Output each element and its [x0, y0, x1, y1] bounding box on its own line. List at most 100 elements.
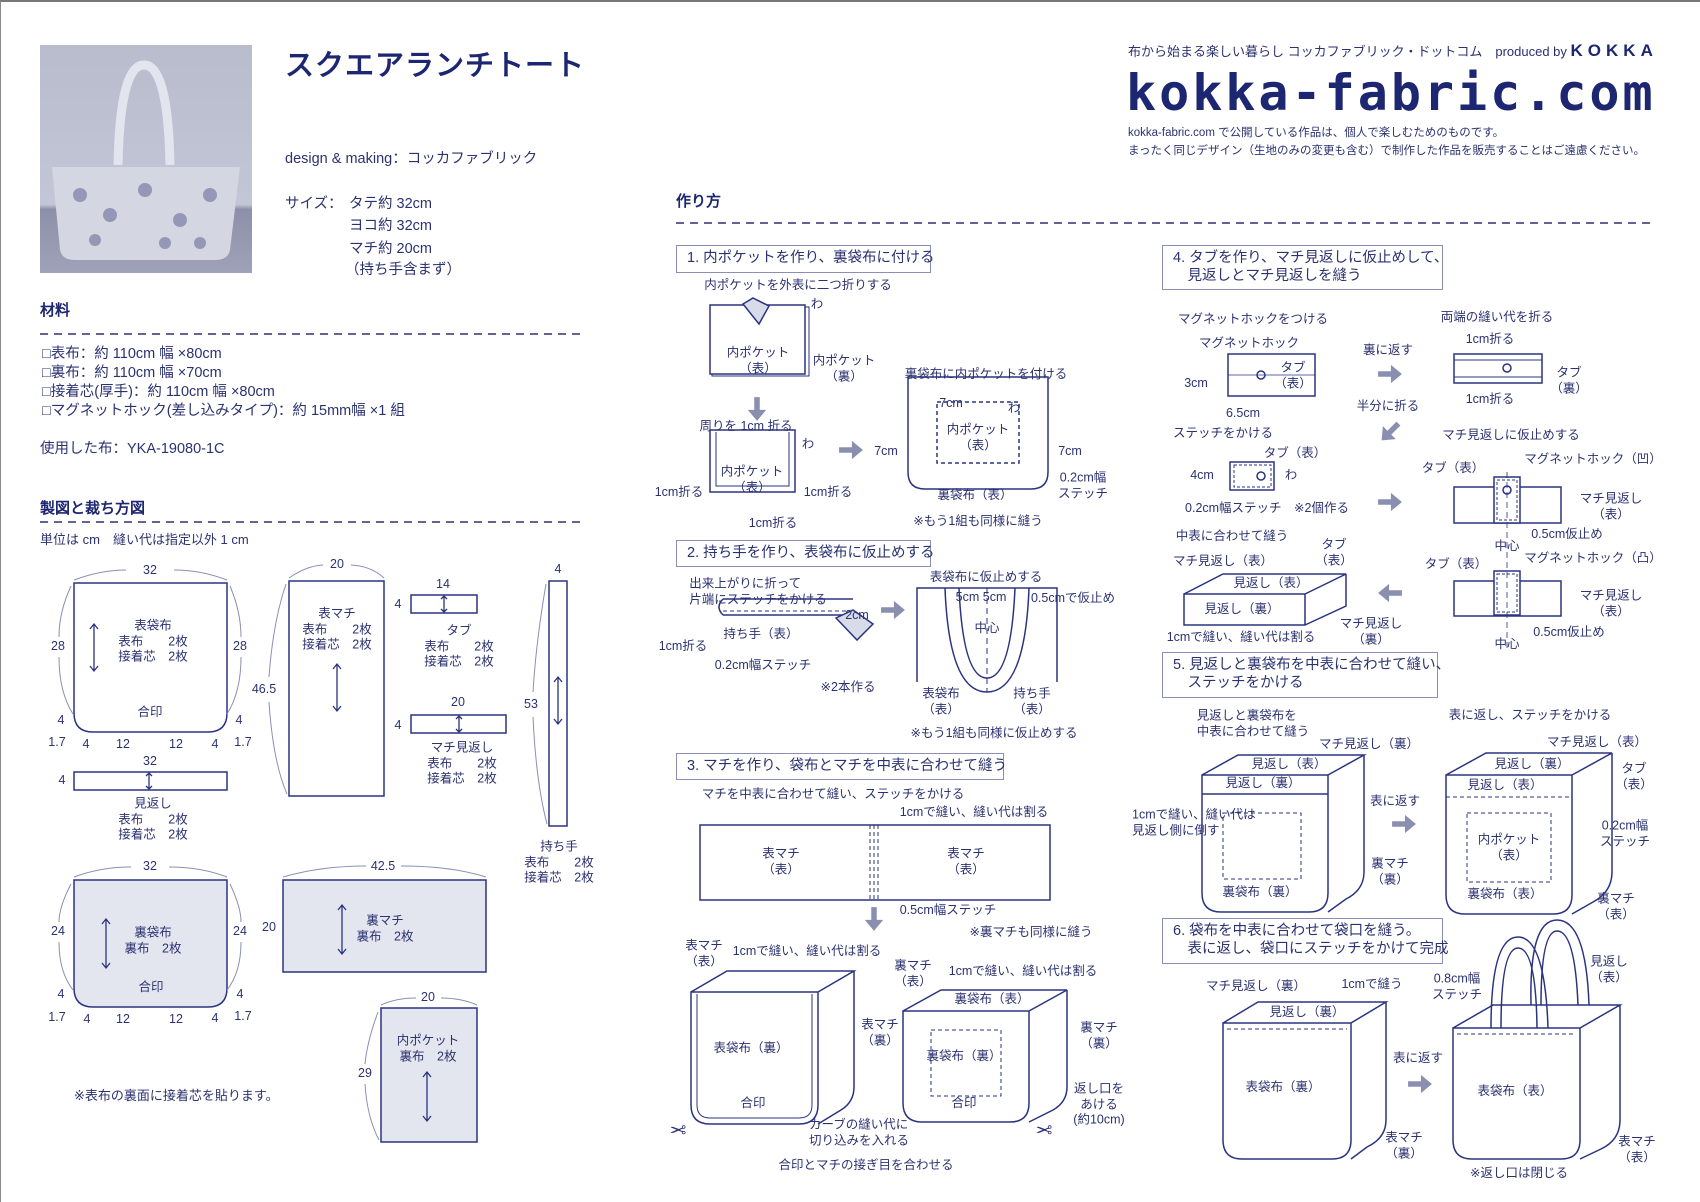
label: マチを中表に合わせて縫い、ステッチをかける — [701, 787, 965, 802]
step2-diagrams — [718, 587, 1058, 693]
tagline-text: 布から始まる楽しい暮らし コッカファブリック・ドットコム produced by — [1128, 44, 1567, 59]
step3-diagrams — [690, 824, 1068, 1125]
material-item: □表布：約 110cm 幅 ×80cm — [42, 346, 222, 362]
dim: 4 — [235, 713, 243, 728]
size-gusset: マチ約 20cm — [349, 241, 432, 257]
label: 5cm 5cm — [955, 590, 1007, 605]
dim: 12 — [116, 737, 130, 752]
label: 中心 — [974, 621, 1000, 636]
label: 見返し（裏） — [1204, 602, 1280, 617]
dim: 12 — [169, 737, 183, 752]
piece-label-omote-machi: 表マチ 表布 2枚 接着芯 2枚 — [302, 606, 372, 652]
notice-line: まったく同じデザイン（生地のみの変更も含む）で制作した作品を販売することはご遠慮… — [1128, 145, 1646, 157]
piece-ura-bukuro — [73, 879, 228, 1008]
grain-arrows — [89, 595, 563, 1123]
label: 表マチ （表） — [685, 938, 723, 968]
match-mark: 合印 — [137, 705, 163, 720]
label: 表袋布（裏） — [713, 1041, 789, 1056]
label: 1cm折る — [748, 516, 798, 531]
label: 表マチ （表） — [1618, 1134, 1656, 1164]
label: わ — [801, 437, 815, 452]
label: 裏マチ （表） — [1597, 891, 1635, 921]
label: 中表に合わせて縫う — [1175, 529, 1289, 544]
piece-label-tab: タブ 表布 2枚 接着芯 2枚 — [424, 623, 494, 669]
dim: 4 — [394, 597, 402, 612]
label: 見返し（表） — [1251, 757, 1327, 772]
label: 表に返し、ステッチをかける — [1448, 708, 1612, 723]
notice-line: kokka-fabric.com で公開している作品は、個人で楽しむためのもので… — [1128, 127, 1505, 139]
dim: 12 — [169, 1012, 183, 1027]
label: 持ち手 （表） — [1013, 686, 1051, 716]
arrow-right-icon — [1377, 364, 1403, 384]
label: 裏マチ （裏） — [1080, 1020, 1118, 1050]
dim: 4 — [82, 737, 90, 752]
scissors-icon: ✂ — [669, 1117, 687, 1140]
label: 1cmで縫う — [1341, 977, 1403, 992]
dim: 42.5 — [370, 859, 396, 874]
piece-label-mikaeshi: 見返し 表布 2枚 接着芯 2枚 — [118, 796, 188, 842]
step3-title: 3. マチを作り、袋布とマチを中表に合わせて縫う — [676, 753, 1007, 780]
handle-strap — [718, 598, 853, 616]
label: 見返し（裏） — [1225, 776, 1301, 791]
arrow-down-icon — [864, 906, 884, 932]
bag-handle — [1530, 919, 1590, 1006]
label: 周りを 1cm 折る — [699, 419, 793, 434]
dim: 24 — [51, 924, 65, 939]
piece-label-ura-bukuro: 裏袋布 裏布 2枚 — [124, 925, 182, 955]
label: 内ポケットを外表に二つ折りする — [704, 278, 892, 293]
label: わ — [810, 297, 824, 312]
piece-omote-machi — [288, 580, 385, 797]
piece-label-handle: 持ち手 表布 2枚 接着芯 2枚 — [524, 839, 594, 885]
label: 7cm — [874, 444, 898, 459]
iron-icon — [741, 297, 771, 326]
label: マチ見返し（表） — [1172, 554, 1274, 569]
step4-title: 4. タブを作り、マチ見返しに仮止めして、 見返しとマチ見返しを縫う — [1162, 245, 1448, 290]
label: 表マチ （裏） — [1385, 1130, 1423, 1160]
iron-icon — [834, 609, 875, 642]
label: 裏に返す — [1362, 343, 1414, 358]
label: 1cmで縫い、縫い代は割る — [948, 964, 1098, 979]
label: 1cmで縫い、縫い代は割る — [899, 805, 1049, 820]
label: 中心 — [1494, 539, 1520, 554]
label: ※もう1組も同様に仮止めする — [910, 726, 1078, 741]
dimension-arcs — [58, 564, 548, 1141]
label: わ — [1284, 468, 1298, 483]
label: わ — [1007, 401, 1021, 416]
step1-diagrams — [709, 297, 1049, 493]
step6-diagrams — [1222, 919, 1623, 1160]
dim: 1.7 — [48, 735, 66, 750]
label: カーブの縫い代に 切り込みを入れる — [808, 1117, 910, 1147]
label: ※もう1組も同様に縫う — [913, 514, 1043, 529]
label: タブ （表） — [1274, 360, 1312, 390]
label: 1cmで縫い、縫い代は割る — [1166, 630, 1316, 645]
bag-lining-sewn — [902, 989, 1068, 1123]
material-item: □裏布：約 110cm 幅 ×70cm — [42, 365, 222, 381]
label: 表袋布 （表） — [922, 686, 960, 716]
dim: 24 — [233, 924, 247, 939]
label: 半分に折る — [1356, 399, 1420, 414]
label: マグネットホックをつける — [1177, 312, 1329, 327]
label: 内ポケット （裏） — [812, 353, 876, 383]
label: マチ見返し （表） — [1579, 491, 1643, 521]
label: 裏袋布（表） — [1467, 887, 1543, 902]
design-credit: design & making：コッカファブリック — [285, 151, 538, 167]
label: 0.5cmで仮止め — [1030, 591, 1116, 606]
dim: 20 — [330, 557, 344, 572]
arrow-down-icon — [747, 396, 767, 422]
label: 1cmで縫い、縫い代は 見返し側に倒す — [1132, 807, 1256, 837]
dim: 4 — [57, 987, 65, 1002]
size-label: サイズ： — [285, 196, 343, 212]
label: 両端の縫い代を折る — [1440, 310, 1554, 325]
dim: 4 — [57, 713, 65, 728]
size-note: （持ち手含まず） — [345, 262, 461, 278]
dim: 32 — [143, 859, 157, 874]
bag-facing-lining — [1201, 754, 1367, 913]
piece-mikaeshi — [73, 771, 228, 791]
label: 0.5cm仮止め — [1533, 625, 1605, 640]
finished-bag — [1452, 1004, 1623, 1160]
label: タブ （表） — [1615, 761, 1653, 791]
facing-box — [1183, 573, 1347, 626]
dim: 4 — [394, 718, 402, 733]
label: 裏袋布（表） — [954, 992, 1030, 1007]
